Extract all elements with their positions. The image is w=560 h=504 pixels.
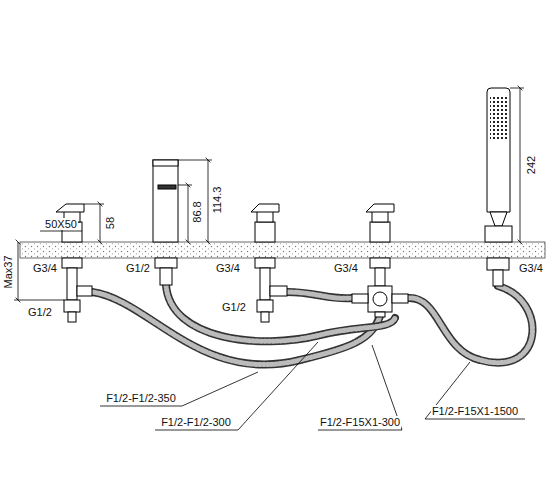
leader-line — [318, 345, 402, 430]
deck-slab — [20, 242, 545, 258]
dimension-line — [40, 231, 82, 232]
valve-handle — [64, 300, 80, 312]
valve-handle — [255, 258, 275, 268]
valve-handle — [260, 268, 270, 300]
diverter-valve — [392, 294, 408, 303]
thread-label: G1/2 — [221, 301, 247, 313]
dimension-label: 242 — [525, 155, 537, 175]
thread-label: G1/2 — [125, 262, 151, 274]
thread-label: G3/4 — [32, 262, 58, 274]
dimension-label: Max37 — [2, 254, 14, 289]
braided-hose — [408, 286, 532, 363]
hand-shower — [490, 212, 507, 226]
hose-label: F1/2-F15X1-1500 — [431, 405, 519, 417]
hand-shower — [487, 258, 509, 270]
valve-handle — [270, 286, 287, 296]
bath-spout — [153, 160, 178, 285]
dimension-line — [520, 88, 521, 242]
valve-handle — [68, 312, 76, 322]
dimension-line — [100, 204, 101, 242]
valve-handle — [62, 258, 82, 268]
valve-handle — [255, 222, 275, 242]
hand-shower — [487, 88, 510, 212]
thread-label: G1/2 — [27, 306, 53, 318]
valve-handle — [251, 204, 279, 212]
diverter-valve — [368, 286, 392, 312]
bath-spout — [160, 268, 172, 285]
dimension-label: 58 — [104, 216, 116, 230]
leader-line — [100, 342, 525, 430]
dimension-label: 50X50 — [44, 218, 78, 230]
dimension-label: 114.3 — [211, 186, 223, 215]
dimension-line — [178, 160, 212, 161]
hand-shower — [485, 88, 512, 286]
dimension-line — [188, 185, 189, 242]
braided-hose — [408, 286, 532, 363]
hose-label: F1/2-F1/2-300 — [160, 416, 232, 428]
valve-handle — [77, 286, 92, 296]
dimension-line — [178, 185, 192, 186]
braided-hose — [287, 292, 352, 298]
diverter-valve — [370, 258, 390, 268]
valve-handle — [251, 204, 287, 322]
diverter-valve — [352, 204, 408, 317]
bath-spout — [155, 258, 177, 268]
valve-handle — [67, 268, 77, 300]
hose-label: F1/2-F15X1-300 — [319, 416, 401, 428]
thread-label: G3/4 — [333, 262, 359, 274]
dimension-label: 86.8 — [191, 200, 203, 223]
braided-hose — [166, 285, 395, 341]
thread-label: G3/4 — [518, 262, 544, 274]
valve-handle — [56, 204, 84, 212]
dimension-line — [510, 88, 524, 89]
braided-hose — [92, 285, 532, 365]
thread-label: G3/4 — [215, 262, 241, 274]
bath-spout — [153, 160, 178, 166]
dimension-line — [14, 88, 524, 300]
bath-spout — [158, 185, 176, 189]
hose-label: F1/2-F1/2-350 — [105, 392, 177, 404]
bath-spout — [153, 160, 178, 242]
braided-hose — [166, 285, 395, 341]
diverter-valve — [352, 294, 368, 303]
deck-slab — [20, 242, 545, 258]
hand-shower — [485, 226, 512, 242]
diverter-valve — [370, 222, 390, 242]
diverter-valve — [375, 312, 385, 317]
hand-shower — [490, 95, 507, 141]
valve-handle — [257, 300, 273, 312]
braided-hose — [287, 292, 352, 298]
leader-line — [425, 419, 525, 420]
diverter-valve — [366, 204, 394, 212]
dimension-line — [84, 204, 104, 205]
leader-line — [100, 372, 258, 406]
diverter-valve — [373, 292, 387, 306]
leader-line — [155, 342, 318, 430]
dimension-line — [18, 242, 19, 300]
diverter-valve — [375, 268, 385, 286]
dimension-line — [14, 300, 64, 301]
dimension-line — [208, 160, 209, 242]
valve-handle — [261, 312, 269, 322]
hand-shower — [493, 270, 503, 286]
